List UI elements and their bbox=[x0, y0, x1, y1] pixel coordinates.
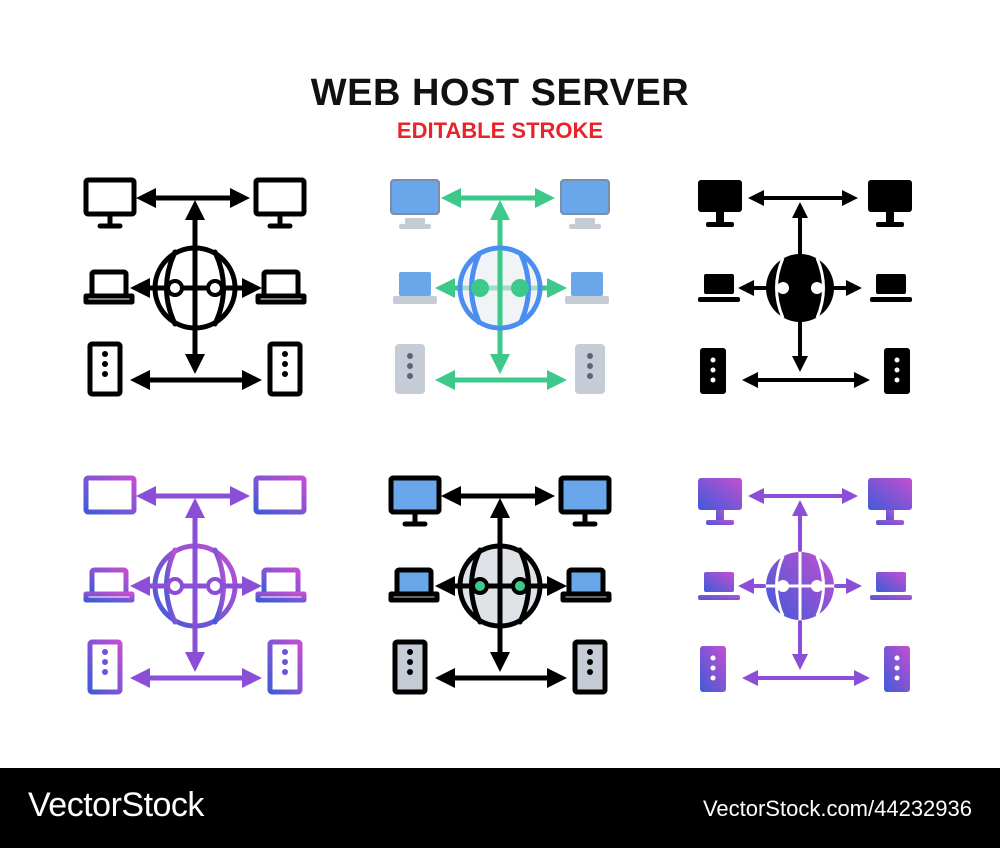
footer-bar: VectorStock VectorStock.com/44232936 bbox=[0, 768, 1000, 848]
brand-logo: VectorStock bbox=[28, 786, 204, 824]
web-host-server-filled-outline-icon bbox=[385, 466, 615, 696]
page-title: WEB HOST SERVER bbox=[310, 72, 690, 114]
web-host-server-outline-icon bbox=[80, 168, 310, 398]
image-credit: VectorStock.com/44232936 bbox=[702, 796, 972, 821]
web-host-server-gradient-outline-icon bbox=[80, 466, 310, 696]
web-host-server-flat-icon bbox=[385, 168, 615, 398]
page-subtitle: EDITABLE STROKE bbox=[396, 118, 604, 143]
web-host-server-glyph-icon bbox=[690, 168, 920, 398]
web-host-server-gradient-glyph-icon bbox=[690, 466, 920, 696]
